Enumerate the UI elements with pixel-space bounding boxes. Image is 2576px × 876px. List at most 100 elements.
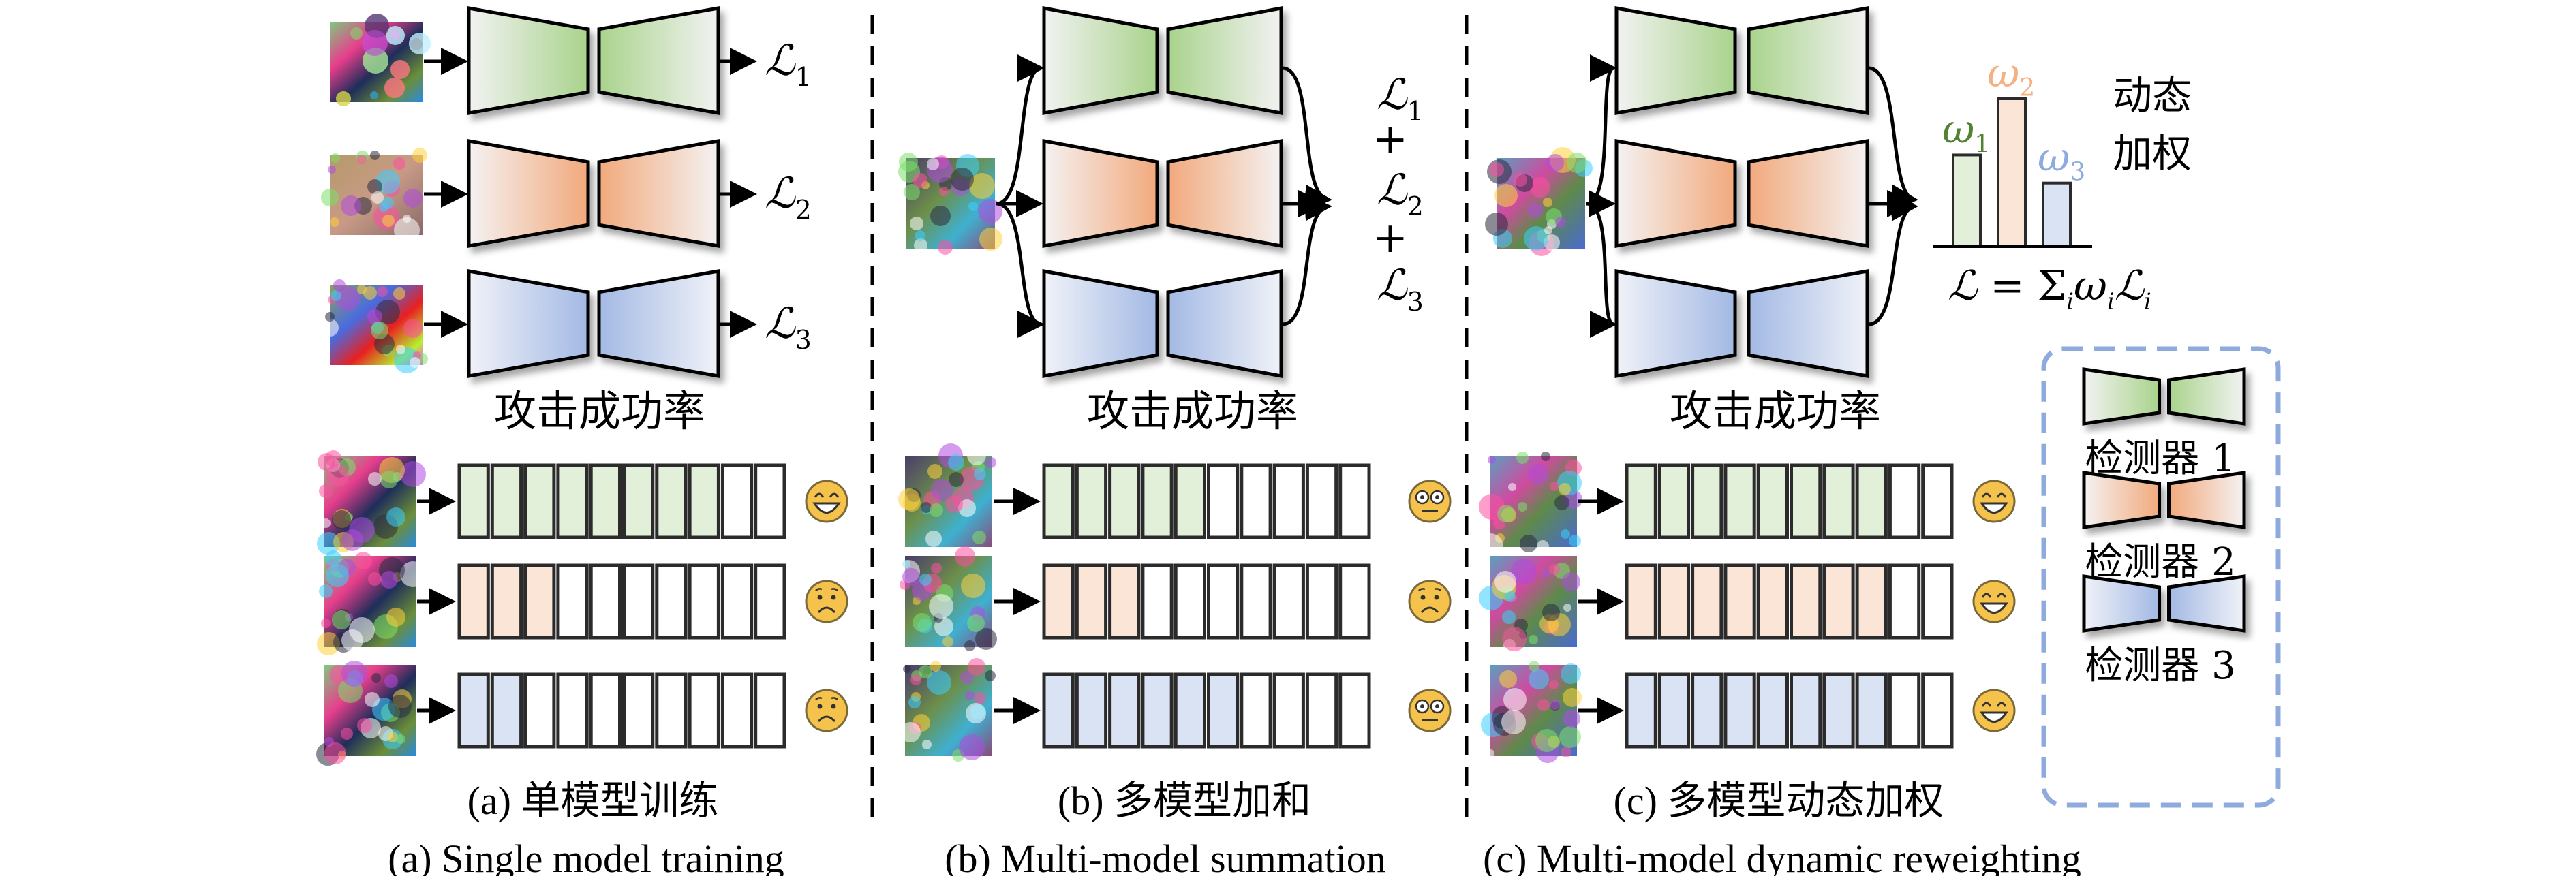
asr-cell-filled bbox=[1075, 463, 1108, 539]
image-texture bbox=[1549, 680, 1559, 689]
asr-cell-empty bbox=[1338, 563, 1371, 640]
image-texture bbox=[341, 529, 363, 551]
decoder-trapezoid bbox=[2167, 471, 2246, 529]
image-texture bbox=[380, 471, 398, 488]
merge-arrow bbox=[1282, 193, 1332, 326]
branch-arrow bbox=[996, 54, 1045, 206]
image-texture bbox=[975, 628, 997, 650]
image-texture bbox=[321, 189, 339, 206]
image-texture bbox=[972, 531, 986, 544]
image-texture bbox=[1561, 529, 1570, 539]
emoji-mouth bbox=[1980, 711, 2008, 723]
image-texture bbox=[979, 228, 1002, 251]
image-texture bbox=[326, 564, 349, 587]
legend-label-1: 检测器 1 bbox=[2085, 437, 2235, 481]
image-texture bbox=[350, 27, 363, 40]
plus-sign: + bbox=[1373, 114, 1408, 163]
image-texture bbox=[354, 552, 372, 569]
image-texture bbox=[341, 629, 363, 651]
emoji-eye bbox=[831, 704, 836, 709]
image-texture bbox=[390, 60, 410, 79]
image-texture bbox=[938, 240, 953, 255]
image-texture bbox=[902, 568, 920, 586]
image-texture bbox=[1567, 153, 1587, 173]
weight-bar-2 bbox=[1997, 97, 2027, 248]
asr-cell-filled bbox=[457, 563, 490, 640]
asr-cell-empty bbox=[1921, 563, 1954, 640]
adversarial-image bbox=[317, 550, 426, 655]
merge-arrow bbox=[1282, 66, 1332, 212]
input-image bbox=[330, 14, 431, 106]
legend-detector-green bbox=[2082, 367, 2246, 426]
detector-green bbox=[1042, 5, 1283, 116]
image-texture bbox=[1511, 559, 1537, 584]
emoji-face bbox=[1972, 480, 2016, 523]
asr-cell-empty bbox=[622, 563, 655, 640]
asr-cell-filled bbox=[1790, 563, 1822, 640]
image-texture bbox=[1537, 699, 1550, 711]
image-texture bbox=[1529, 661, 1539, 672]
asr-cell-filled bbox=[1042, 563, 1075, 640]
asr-cell-filled bbox=[490, 563, 523, 640]
caption-cn-b: (b) 多模型加和 bbox=[1058, 779, 1311, 823]
detector-blue bbox=[467, 269, 720, 378]
decoder-trapezoid bbox=[1166, 268, 1283, 379]
asr-cell-filled bbox=[1141, 463, 1174, 539]
emoji-mouth bbox=[817, 715, 836, 723]
image-texture bbox=[388, 695, 412, 718]
asr-cell-filled bbox=[1657, 563, 1691, 640]
loss-formula: ℒ = Σiωiℒi bbox=[1948, 262, 2151, 315]
image-texture bbox=[1514, 173, 1527, 187]
asr-cell-filled bbox=[1141, 672, 1174, 749]
asr-cell-filled bbox=[457, 463, 490, 539]
image-texture bbox=[371, 673, 381, 683]
image-texture bbox=[966, 703, 986, 723]
image-texture bbox=[904, 184, 920, 200]
detector-orange bbox=[1614, 139, 1869, 248]
decoder-trapezoid bbox=[597, 6, 720, 115]
asr-cell-empty bbox=[1240, 563, 1272, 640]
detector-green bbox=[467, 6, 720, 115]
caption-en-a: (a) Single model training bbox=[388, 836, 784, 876]
image-texture bbox=[379, 202, 388, 212]
emoji-frown-icon bbox=[1408, 580, 1452, 623]
image-texture bbox=[363, 286, 377, 300]
image-texture bbox=[900, 722, 921, 742]
emoji-eye bbox=[1435, 704, 1439, 708]
emoji-eye bbox=[817, 595, 823, 600]
image-texture bbox=[331, 153, 340, 163]
asr-cell-empty bbox=[688, 672, 720, 749]
weight-label-3: ω3 bbox=[2038, 134, 2085, 187]
image-texture bbox=[321, 518, 331, 528]
image-texture bbox=[1486, 749, 1494, 757]
image-texture bbox=[927, 158, 939, 170]
loss-label-3: ℒ3 bbox=[765, 298, 812, 355]
image-texture bbox=[1520, 535, 1537, 552]
image-texture bbox=[939, 187, 949, 196]
image-texture bbox=[370, 151, 380, 160]
decoder-trapezoid bbox=[1747, 6, 1869, 115]
adversarial-image bbox=[316, 661, 416, 766]
asr-cell-empty bbox=[1207, 463, 1240, 539]
asr-cell-filled bbox=[622, 463, 655, 539]
emoji-face bbox=[1408, 580, 1452, 623]
input-image bbox=[321, 279, 428, 373]
image-texture bbox=[370, 91, 378, 99]
emoji-eye bbox=[1420, 704, 1424, 708]
legend-border bbox=[2041, 346, 2281, 808]
encoder-trapezoid bbox=[467, 6, 590, 115]
legend-detector-orange bbox=[2082, 471, 2246, 529]
image-texture bbox=[1543, 198, 1552, 207]
image-texture bbox=[925, 531, 942, 547]
image-texture bbox=[400, 561, 426, 587]
image-texture bbox=[949, 472, 964, 487]
merge-arrow bbox=[1868, 193, 1918, 326]
image-texture bbox=[903, 665, 911, 673]
emoji-eyes bbox=[1981, 593, 2007, 598]
asr-row-orange bbox=[1625, 563, 1954, 640]
image-texture bbox=[1550, 699, 1561, 710]
asr-row-orange bbox=[1042, 563, 1371, 640]
image-texture bbox=[1546, 154, 1564, 172]
image-texture bbox=[1499, 670, 1517, 688]
